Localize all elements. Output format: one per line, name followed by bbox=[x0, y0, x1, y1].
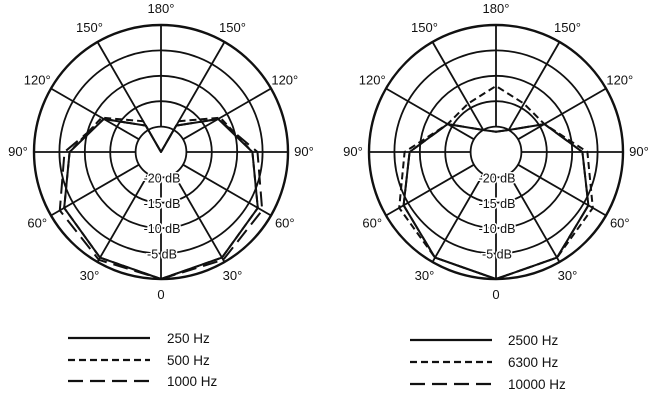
polar-chart-1: 0 30° 60° 90° 120° 150° 180° 150° 120° 90° 60° 30° -… bbox=[8, 1, 314, 302]
series-curve-10000-hz bbox=[402, 123, 590, 280]
legend-label: 250 Hz bbox=[167, 331, 210, 346]
ring-db-label: -5 dB bbox=[482, 248, 512, 262]
angle-label: 150° bbox=[219, 20, 246, 35]
series-curve-6300-hz bbox=[398, 85, 594, 280]
angle-label: 90° bbox=[8, 144, 28, 159]
legend-label: 6300 Hz bbox=[508, 355, 559, 370]
angle-label: 180° bbox=[148, 1, 175, 16]
angle-label: 150° bbox=[554, 20, 581, 35]
polar-spoke bbox=[50, 163, 140, 217]
legend-label: 10000 Hz bbox=[508, 377, 566, 392]
ring-db-label: -20 dB bbox=[144, 171, 181, 185]
polar-spoke bbox=[517, 163, 607, 217]
polar-spoke bbox=[517, 87, 607, 141]
polar-chart-2: 0 30° 60° 90° 120° 150° 180° 150° 120° 90° 60° 30° -… bbox=[343, 1, 649, 302]
angle-label: 30° bbox=[558, 268, 578, 283]
angle-label: 30° bbox=[415, 268, 435, 283]
angle-label: 150° bbox=[76, 20, 103, 35]
polar-spoke bbox=[172, 173, 226, 263]
ring-db-label: -20 dB bbox=[479, 171, 516, 185]
legend: 2500 Hz 6300 Hz 10000 Hz bbox=[410, 333, 566, 392]
ring-db-label: -15 dB bbox=[144, 197, 181, 211]
angle-label: 90° bbox=[294, 144, 314, 159]
angle-label: 150° bbox=[411, 20, 438, 35]
legend: 250 Hz 500 Hz 1000 Hz bbox=[68, 331, 218, 389]
ring-db-label: -10 dB bbox=[479, 222, 516, 236]
legend-label: 1000 Hz bbox=[167, 374, 218, 389]
angle-label: 90° bbox=[343, 144, 363, 159]
angle-label: 90° bbox=[629, 144, 649, 159]
polar-spoke bbox=[96, 173, 150, 263]
angle-label: 60° bbox=[610, 216, 630, 231]
polar-spoke bbox=[507, 41, 561, 131]
polar-grid-ring bbox=[469, 125, 523, 179]
polar-spoke bbox=[96, 41, 150, 131]
polar-spoke bbox=[182, 163, 272, 217]
polar-spoke bbox=[385, 163, 475, 217]
series-curve-1000-hz bbox=[58, 118, 264, 280]
angle-label: 30° bbox=[223, 268, 243, 283]
angle-label: 120° bbox=[606, 73, 633, 88]
angle-label: 60° bbox=[27, 216, 47, 231]
polar-spoke bbox=[182, 87, 272, 141]
series-curve-500-hz bbox=[63, 116, 259, 280]
angle-label: 60° bbox=[275, 216, 295, 231]
angle-label: 60° bbox=[362, 216, 382, 231]
ring-db-label: -10 dB bbox=[144, 222, 181, 236]
legend-label: 2500 Hz bbox=[508, 333, 559, 348]
polar-spoke bbox=[431, 173, 485, 263]
polar-spoke bbox=[385, 87, 475, 141]
polar-spoke bbox=[50, 87, 140, 141]
angle-label: 120° bbox=[24, 73, 51, 88]
angle-label: 30° bbox=[80, 268, 100, 283]
angle-label: 0 bbox=[157, 287, 164, 302]
angle-label: 180° bbox=[483, 1, 510, 16]
polar-spoke bbox=[172, 41, 226, 131]
angle-label: 120° bbox=[359, 73, 386, 88]
legend-label: 500 Hz bbox=[167, 353, 210, 368]
ring-db-label: -5 dB bbox=[147, 248, 177, 262]
polar-spoke bbox=[431, 41, 485, 131]
polar-spoke bbox=[507, 173, 561, 263]
angle-label: 0 bbox=[492, 287, 499, 302]
angle-label: 120° bbox=[271, 73, 298, 88]
ring-db-label: -15 dB bbox=[479, 197, 516, 211]
